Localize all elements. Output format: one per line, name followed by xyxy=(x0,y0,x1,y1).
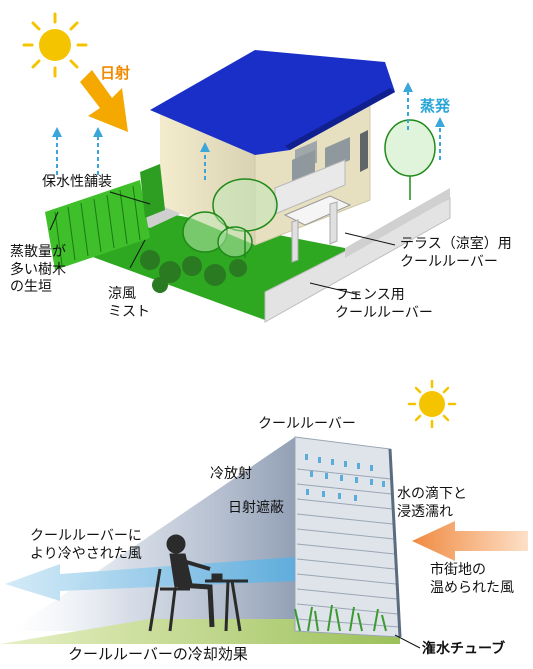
cool-louver-label: クールルーバー xyxy=(258,416,356,432)
grass xyxy=(294,604,387,632)
terrace-louver-label: テラス（涼室）用 クールルーバー xyxy=(400,236,512,270)
fence-louver-label: フェンス用 クールルーバー xyxy=(335,287,433,321)
cooled-wind-label: クールルーバーに より冷やされた風 xyxy=(30,528,142,562)
sunlight-arrow xyxy=(80,70,128,132)
water-drip-label: 水の滴下と 浸透濡れ xyxy=(397,486,467,520)
sun-icon xyxy=(22,12,88,78)
evaporation-label: 蒸発 xyxy=(420,97,451,115)
radiative-cooling-label: 冷放射 xyxy=(210,466,252,482)
hedge xyxy=(45,180,150,270)
house-illustration xyxy=(22,12,451,323)
warm-wind-label: 市街地の 温められた風 xyxy=(430,562,514,596)
bushes xyxy=(140,250,247,293)
sun-icon-small xyxy=(407,379,457,429)
caption: クールルーバーの冷却効果 xyxy=(68,645,248,663)
sprinkler-tube-label: 潅水チューブ xyxy=(422,641,506,657)
cooled-wind-arrow xyxy=(5,557,295,601)
roof xyxy=(150,50,395,155)
water-retentive-pavement-label: 保水性舗装 xyxy=(42,174,112,190)
warm-wind-arrow xyxy=(412,521,528,561)
trees xyxy=(182,119,436,258)
cool-mist-label: 涼風 ミスト xyxy=(108,286,150,320)
hedge-label: 蒸散量が 多い樹木 の生垣 xyxy=(10,244,66,295)
louver-cooling-illustration xyxy=(0,379,528,649)
evaporation-arrows xyxy=(56,90,441,180)
sun-shading-label: 日射遮蔽 xyxy=(228,500,284,516)
louver-panel xyxy=(294,436,402,638)
person-silhouette xyxy=(148,534,248,632)
sunlight-label: 日射 xyxy=(100,64,131,82)
